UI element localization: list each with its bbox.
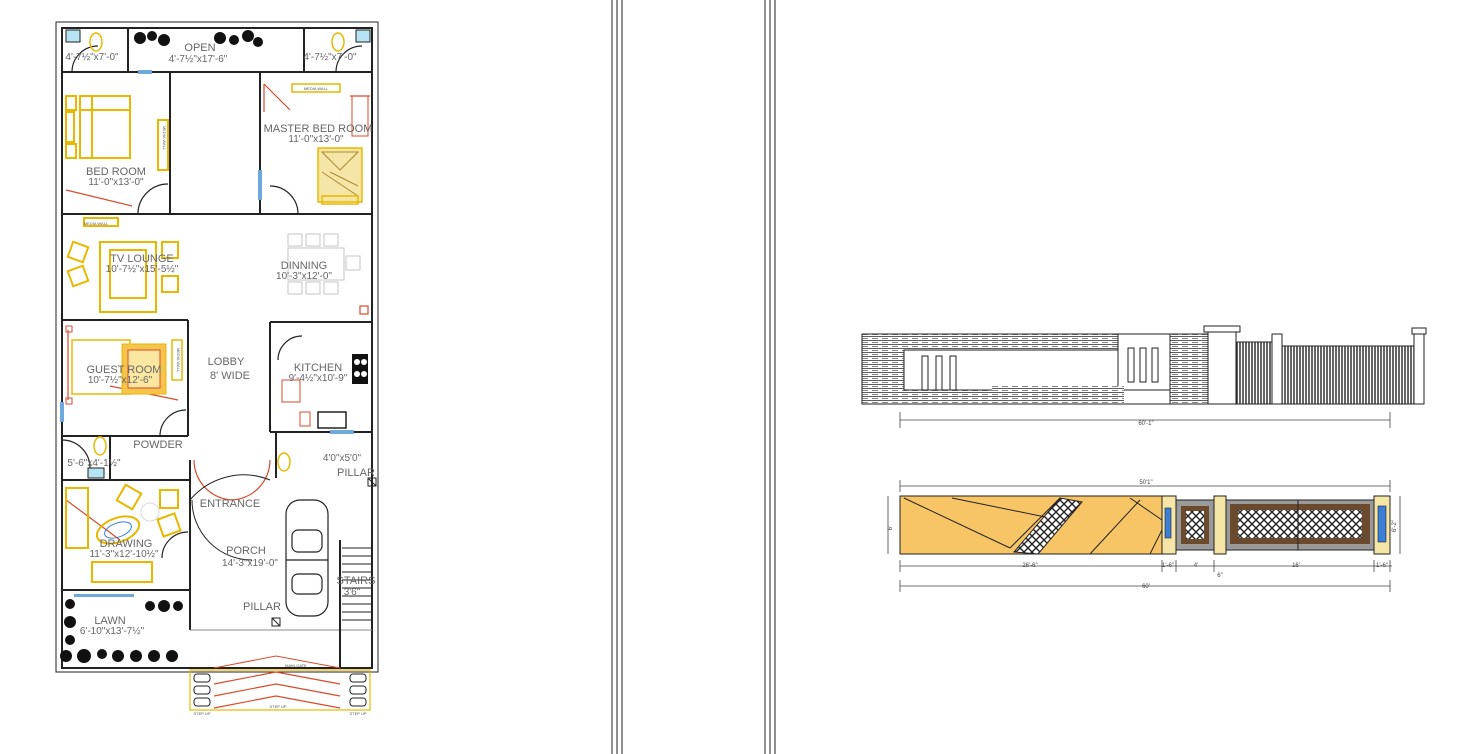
pillar-mark-bottom — [271, 617, 281, 627]
gate-seg-6: 6" — [1217, 573, 1222, 579]
room-kitchen-name: KITCHEN — [294, 362, 342, 374]
drawing-room-furniture — [65, 483, 182, 583]
media-wall-guest: MEDIA WALL — [176, 348, 181, 373]
gate-right-height: 6'-2" — [1392, 520, 1398, 532]
step-up-left: STEP UP — [193, 711, 210, 716]
room-powder-size: 5'-6"x4'-1½" — [67, 458, 121, 469]
toilet-fixtures — [89, 32, 345, 472]
room-stairs-size: 3'6" — [344, 587, 361, 598]
stairs-treads — [342, 547, 372, 621]
room-dinning-size: 10'-3"x12'-0" — [276, 271, 332, 282]
floor-plan: OPEN 4'-7½"x17'-6" 4'-7½"x7'-0" 4'-7½"x7… — [60, 27, 377, 716]
room-bed-size: 11'-0"x13'-0" — [88, 177, 144, 188]
plant-symbols — [60, 30, 263, 663]
bath-left-size: 4'-7½"x7'-0" — [65, 52, 119, 63]
gate-seg-1: 26'-6" — [1022, 563, 1037, 569]
tv-lounge-furniture — [66, 217, 179, 313]
room-tv-name: TV LOUNGE — [110, 253, 174, 265]
step-up-right: STEP UP — [349, 711, 366, 716]
room-guest-name: GUEST ROOM — [87, 364, 162, 376]
bath-right-size: 4'-7½"x7'-0" — [303, 52, 357, 63]
gate-overall-dim: 60' — [1142, 584, 1150, 590]
kitchen-fixtures — [281, 354, 368, 429]
room-lobby-name: LOBBY — [208, 356, 245, 368]
room-lawn-name: LAWN — [94, 615, 125, 627]
room-stairs-name: STAIRS — [337, 575, 376, 587]
room-dinning-name: DINNING — [281, 260, 327, 272]
media-wall-bed: MEDIA WALL — [84, 221, 109, 226]
room-kitchen-size: 9'-4½"x10'-9" — [289, 373, 348, 384]
step-up-mid: STEP UP — [269, 704, 286, 709]
pillar-mark-top — [367, 477, 377, 487]
dining-table — [287, 233, 369, 315]
elevation-overall-dim: 60'-1" — [1138, 421, 1153, 427]
room-porch-size: 14'-3"x19'-0" — [222, 558, 278, 569]
room-drawing-name: DRAWING — [100, 538, 153, 550]
front-elevation: 60'-1" — [861, 325, 1427, 428]
room-master-name: MASTER BED ROOM — [264, 123, 373, 135]
gate-seg-5: 1'-6" — [1376, 563, 1388, 569]
room-open-name: OPEN — [184, 42, 215, 54]
main-gate-label: MAIN GATE — [285, 663, 307, 668]
room-lawn-size: 6'-10"x13'-7½" — [80, 626, 145, 637]
room-entrance-name: ENTRANCE — [200, 498, 261, 510]
media-wall-bed-side: MEDIA WALL — [162, 126, 167, 151]
room-drawing-size: 11'-3"x12'-10½" — [89, 549, 159, 560]
room-lobby-size: 8' WIDE — [210, 370, 250, 382]
gate-seg-2: 1'-6" — [1162, 563, 1174, 569]
room-bed-name: BED ROOM — [86, 166, 146, 178]
room-master-size: 11'-0"x13'-0" — [288, 134, 344, 145]
gate-seg-4: 16' — [1292, 563, 1300, 569]
media-wall-master: MEDIA WALL — [304, 86, 329, 91]
room-porch-name: PORCH — [226, 545, 266, 557]
room-guest-size: 10'-7½"x12'-6" — [88, 375, 153, 386]
car-outline — [285, 499, 329, 617]
guest-bed-furniture — [65, 325, 183, 405]
gate-top-dim: 50'1" — [1139, 480, 1152, 486]
toilet-size: 4'0"x5'0" — [323, 453, 362, 464]
front-steps — [189, 655, 371, 711]
room-open-size: 4'-7½"x17'-6" — [169, 54, 228, 65]
room-tv-size: 10'-7½"x15'-5½" — [106, 264, 179, 275]
sheet-borders — [55, 0, 776, 754]
gate-left-height: 6' — [888, 526, 894, 530]
pillar-label-top: PILLAR — [337, 467, 375, 479]
gate-seg-3: 4' — [1194, 563, 1198, 569]
gate-plan: 50'1" 6' 6'-2" — [887, 480, 1401, 592]
room-powder-name: POWDER — [133, 439, 183, 451]
pillar-label-bottom: PILLAR — [243, 601, 281, 613]
master-bed-furniture — [291, 83, 369, 205]
